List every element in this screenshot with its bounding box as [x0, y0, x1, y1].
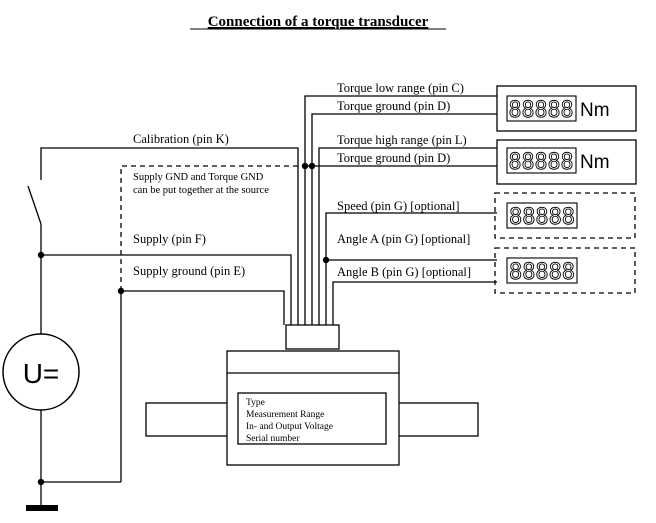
label-torque-ground-1: Torque ground (pin D)	[337, 99, 450, 113]
gnd-note-line1: Supply GND and Torque GND	[133, 172, 264, 183]
label-angle-a: Angle A (pin G) [optional]	[337, 232, 470, 246]
angle-b-display-box	[494, 247, 636, 294]
torque-high-display-box	[496, 139, 637, 185]
dashed-gnd-link	[120, 165, 305, 291]
wire-torque-ground-1	[311, 113, 497, 325]
wire-supply-ground	[121, 290, 285, 325]
torque-low-display-box	[496, 85, 637, 132]
label-supply-ground: Supply ground (pin E)	[133, 264, 245, 278]
gnd-note-line2: can be put together at the source	[133, 185, 269, 196]
nameplate-measurement-range: Measurement Range	[246, 410, 324, 420]
lcd-frame-2	[506, 147, 577, 174]
label-torque-ground-2: Torque ground (pin D)	[337, 151, 450, 165]
junction-torque-ground-mid	[308, 162, 316, 170]
junction-angle-a	[322, 256, 330, 264]
wire-speed	[325, 212, 497, 325]
speed-angle-a-display-box	[494, 192, 636, 239]
lcd-digits-4: 88888	[509, 260, 575, 285]
wire-torque-high-range	[318, 147, 497, 325]
calibration-switch	[27, 185, 42, 225]
diagram-title: Connection of a torque transducer	[208, 14, 429, 30]
transducer-shaft-left	[145, 402, 230, 437]
voltage-source-circle	[2, 333, 80, 411]
lcd-frame-4	[506, 257, 578, 284]
nameplate-type: Type	[246, 398, 265, 408]
lcd-unit-2: Nm	[580, 152, 610, 173]
wire-angle-b	[332, 281, 497, 325]
nameplate-serial: Serial number	[246, 434, 300, 444]
label-angle-b: Angle B (pin G) [optional]	[337, 265, 471, 279]
ground-symbol	[26, 505, 58, 511]
wire-calibration	[40, 147, 299, 325]
lcd-unit-1: Nm	[580, 100, 610, 121]
voltage-source-label: U=	[23, 358, 60, 389]
lcd-digits-3: 88888	[509, 205, 575, 230]
lcd-frame-1	[506, 95, 577, 122]
transducer-shaft-right	[396, 402, 479, 437]
lcd-frame-3	[506, 202, 578, 229]
label-speed: Speed (pin G) [optional]	[337, 199, 460, 213]
transducer-connector	[285, 324, 340, 350]
lcd-digits-2: 88888	[509, 150, 574, 175]
label-torque-high-range: Torque high range (pin L)	[337, 133, 467, 147]
label-torque-low-range: Torque low range (pin C)	[337, 81, 464, 95]
nameplate-voltage: In- and Output Voltage	[246, 422, 333, 432]
wire-torque-low-range	[304, 95, 497, 325]
wire-supply	[41, 254, 292, 325]
label-calibration: Calibration (pin K)	[133, 132, 229, 146]
lcd-digits-1: 88888	[509, 98, 574, 123]
label-supply: Supply (pin F)	[133, 232, 206, 246]
transducer-nameplate	[237, 392, 387, 445]
